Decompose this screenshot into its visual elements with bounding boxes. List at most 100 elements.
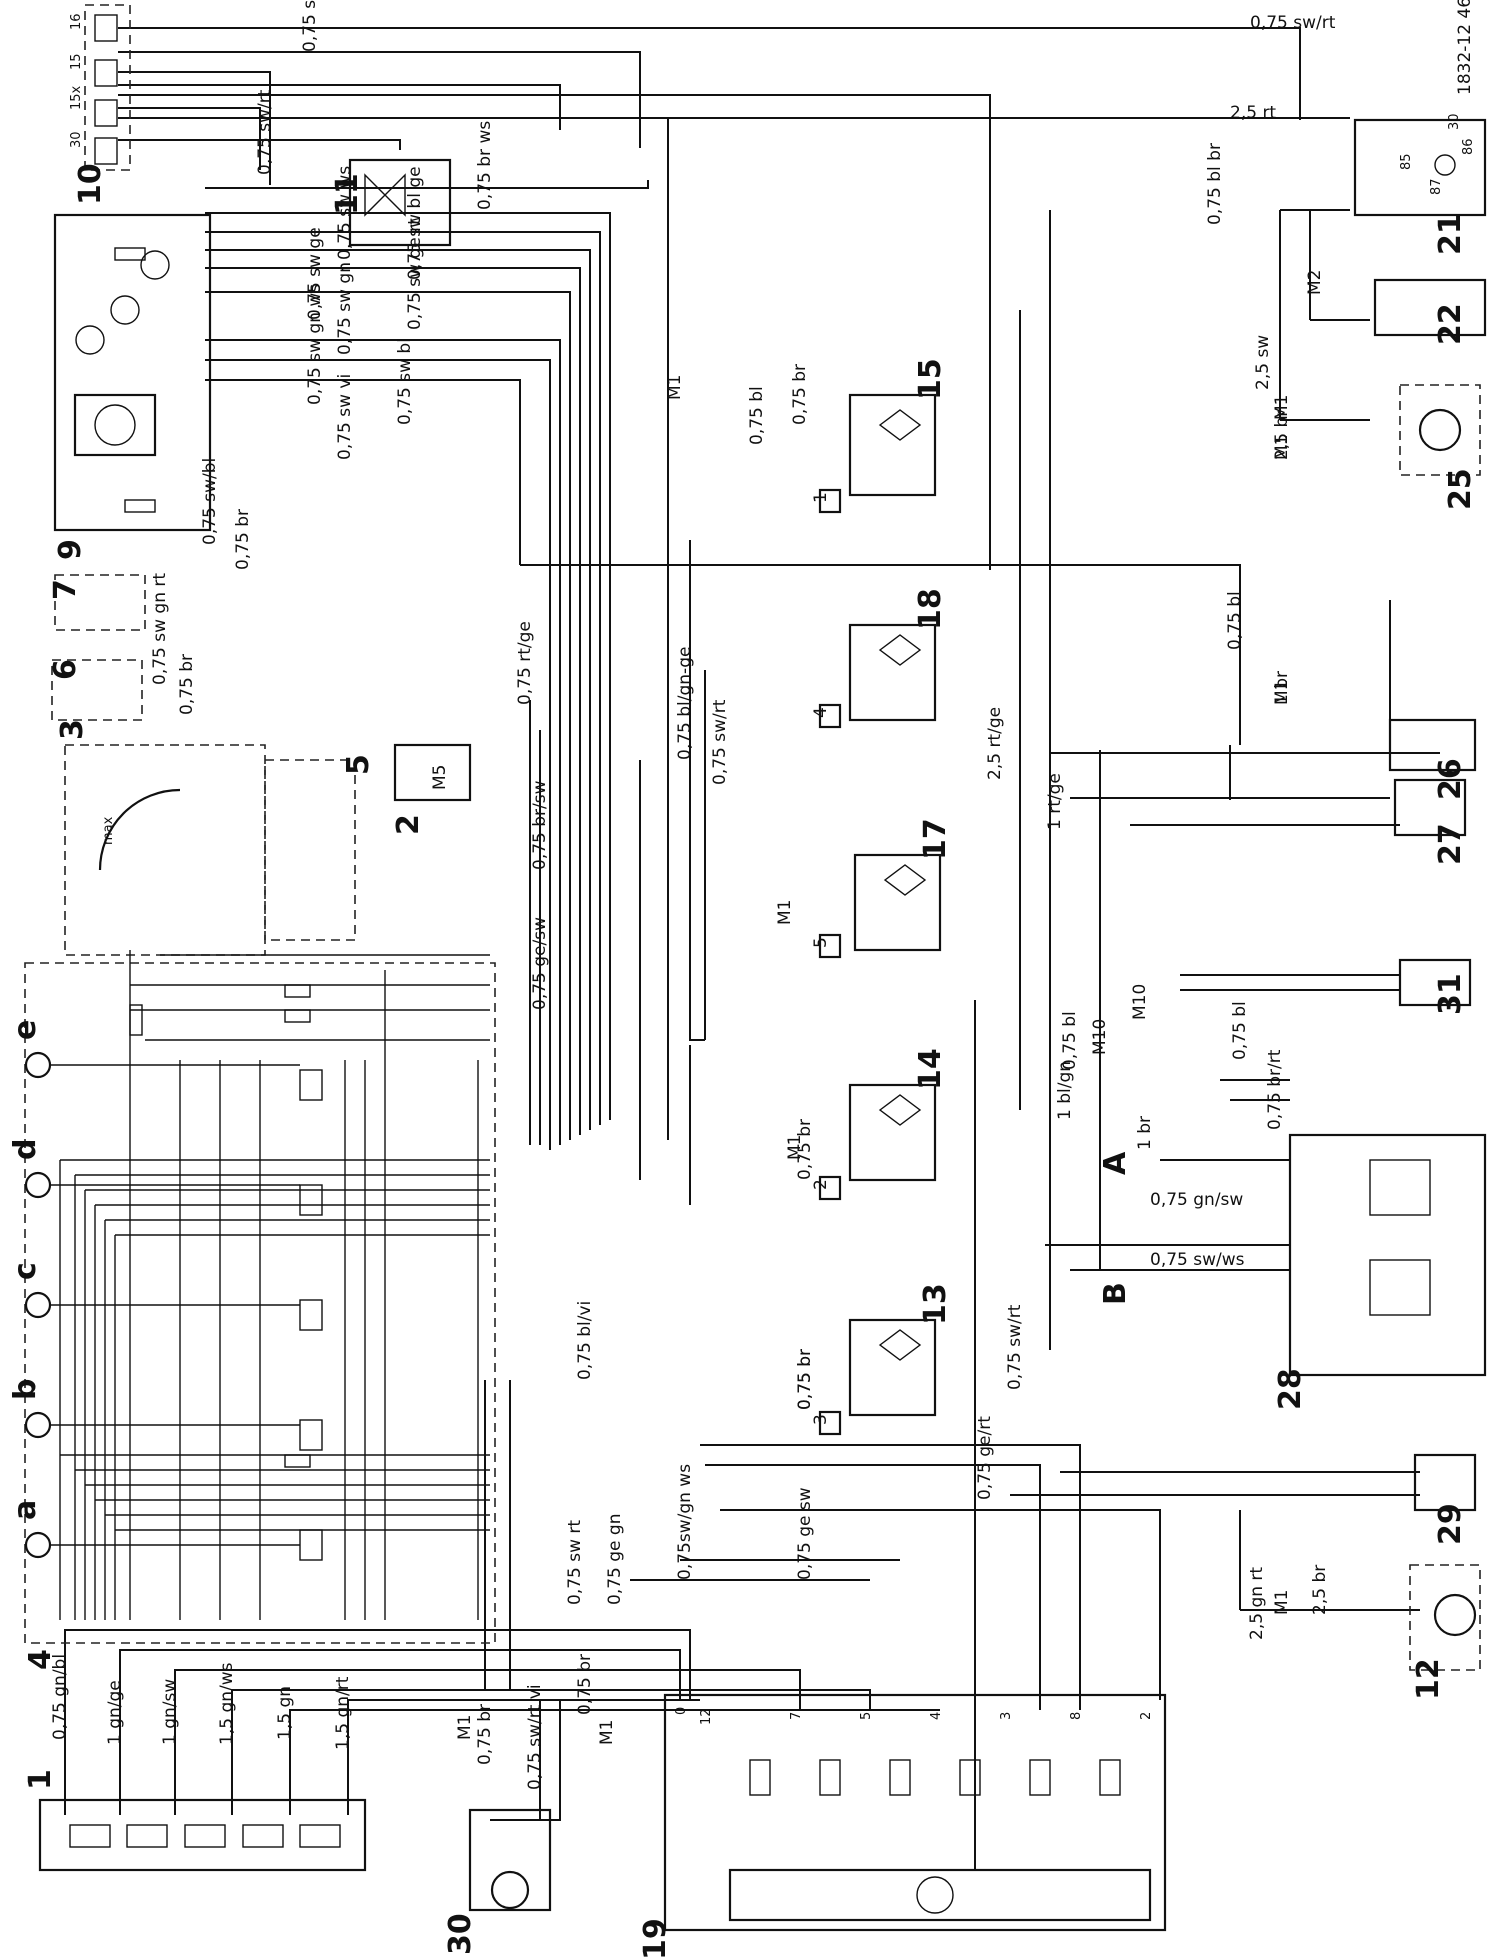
- relay-4-a: [299, 1529, 323, 1561]
- boxed-number-b2: 2: [811, 1179, 831, 1190]
- terminal-label-t3: 30: [69, 131, 84, 148]
- wire-label-w11: 0,75 sw gn ws: [305, 284, 325, 405]
- coil-21: [1434, 154, 1456, 176]
- wire-9-1: [205, 180, 649, 189]
- terminal-label-t8: 87: [1429, 178, 1444, 195]
- ground-label-g1: M1: [665, 375, 685, 400]
- valve-17: [883, 864, 927, 896]
- wire-label-w28: 0,75 sw/rt: [710, 699, 730, 785]
- box-11: [348, 158, 452, 247]
- lamp-1-4: [242, 1824, 284, 1848]
- wire-label-w30: 1 rt/ge: [1045, 773, 1065, 830]
- connector-letter-lA: A: [1098, 1151, 1133, 1175]
- ground-label-g5: M1: [1272, 680, 1292, 705]
- wire-label-w45: 0,75 ge sw: [795, 1487, 815, 1580]
- wire-label-w15: 0,75 br: [233, 509, 253, 570]
- wire-top-8: [118, 139, 401, 150]
- component-number-c29: 29: [1433, 1503, 1468, 1545]
- relay-19-4: [959, 1759, 981, 1796]
- wire-1-1: [64, 1629, 691, 1815]
- enclosure-7: [54, 574, 146, 631]
- box-19-inner: [728, 1868, 1152, 1922]
- wire-30: [490, 1700, 561, 1821]
- relay-28b: [1369, 1259, 1431, 1316]
- component-number-c12: 12: [1411, 1658, 1446, 1700]
- terminal-label-t9: max: [101, 816, 116, 845]
- component-number-c31: 31: [1433, 973, 1468, 1015]
- terminal-label-t2: 15x: [69, 85, 84, 110]
- wire-label-w43: 0,75 sw/rt: [1005, 1304, 1025, 1390]
- fuse-10-3: [94, 99, 118, 127]
- wire-label-w4: 0,75 sw/rt: [255, 89, 275, 175]
- wire-label-w13: 0,75 sw vi: [335, 374, 355, 460]
- wire-label-w35: 0,75 bl: [1230, 1001, 1250, 1060]
- box-27: [1393, 778, 1467, 837]
- connector-letter-la: a: [8, 1500, 43, 1520]
- connector-circle-e: [24, 1051, 52, 1079]
- wire-label-w21: 2,5 sw: [1253, 335, 1273, 390]
- wire-9-2: [205, 212, 611, 1120]
- wire-top-7: [118, 84, 561, 130]
- wire-label-w18: 0,75 bl: [747, 386, 767, 445]
- motor-25: [1418, 408, 1462, 452]
- fuse-10-4: [94, 137, 118, 165]
- wire-label-w8: 0,75 sw ge: [305, 227, 325, 320]
- ground-label-g10: M2: [1305, 270, 1325, 295]
- wire-label-w33: 0,75 br: [795, 1119, 815, 1180]
- component-number-c3: 3: [55, 719, 90, 740]
- box-13: [848, 1318, 937, 1417]
- terminal-label-t17: 2: [1139, 1712, 1154, 1720]
- wire-1-4: [231, 1689, 871, 1815]
- boxed-number-b1: 1: [811, 492, 831, 503]
- terminal-label-t6: 86: [1461, 138, 1476, 155]
- enclosure-12: [1409, 1564, 1481, 1671]
- component-number-c7: 7: [48, 579, 83, 600]
- ground-label-g9: M1: [1272, 395, 1292, 420]
- relay-19-6: [1099, 1759, 1121, 1796]
- connector-letter-ld: d: [8, 1139, 43, 1160]
- wire-label-w44: 0,75 ge/rt: [975, 1416, 995, 1500]
- wire-label-w51: 0,75 sw/rt vi: [525, 1684, 545, 1790]
- component-number-c4: 4: [23, 1649, 58, 1670]
- component-number-c5: 5: [341, 754, 376, 775]
- box-29: [1413, 1453, 1477, 1512]
- wire-label-w14: 0,75 sw/bl: [200, 458, 220, 545]
- box-18: [848, 623, 937, 722]
- component-number-c18: 18: [913, 588, 948, 630]
- wire-label-w48: 0,75sw/gn ws: [675, 1464, 695, 1580]
- connector-circle-a: [24, 1531, 52, 1559]
- component-number-c30: 30: [443, 1913, 478, 1955]
- valve-13: [878, 1329, 922, 1361]
- relay-19-3: [889, 1759, 911, 1796]
- wire-9-7: [205, 339, 561, 1145]
- wire-label-w56: 1,5 gn: [275, 1686, 295, 1740]
- valve-11: [364, 173, 406, 217]
- wire-9-8: [205, 359, 551, 1150]
- wire-19-3: [720, 1509, 1161, 1700]
- wire-label-w41: 0,75 bl/vi: [575, 1301, 595, 1380]
- part-number: 1832-12 462: [1455, 0, 1475, 95]
- terminal-label-t13: 5: [859, 1712, 874, 1720]
- lamp-9c: [140, 250, 170, 280]
- boxed-number-b3: 3: [811, 1414, 831, 1425]
- wire-label-w22: 2,5 br: [1272, 410, 1292, 460]
- wire-label-w40: 0,75 sw/ws: [1150, 1250, 1245, 1270]
- component-number-c19: 19: [638, 1918, 673, 1960]
- connector-letter-lb: b: [8, 1379, 43, 1400]
- resistor-9b: [124, 499, 156, 513]
- enclosure-10: [84, 4, 131, 171]
- wire-label-w9: 0,75 sw ge rt: [405, 218, 425, 330]
- terminal-label-t10: 0: [674, 1707, 689, 1715]
- relay-28a: [1369, 1159, 1431, 1216]
- terminal-label-t5: 30: [1447, 113, 1462, 130]
- wire-9-9: [205, 379, 521, 565]
- wire-label-w31: 0,75 bl: [1060, 1011, 1080, 1070]
- wire-label-w34: 0,75 br: [795, 1349, 815, 1410]
- valve-15: [878, 409, 922, 441]
- relay-19-1: [749, 1759, 771, 1796]
- relay-4-e: [299, 1069, 323, 1101]
- enclosure-6: [51, 659, 143, 721]
- enclosure-3: [64, 744, 266, 956]
